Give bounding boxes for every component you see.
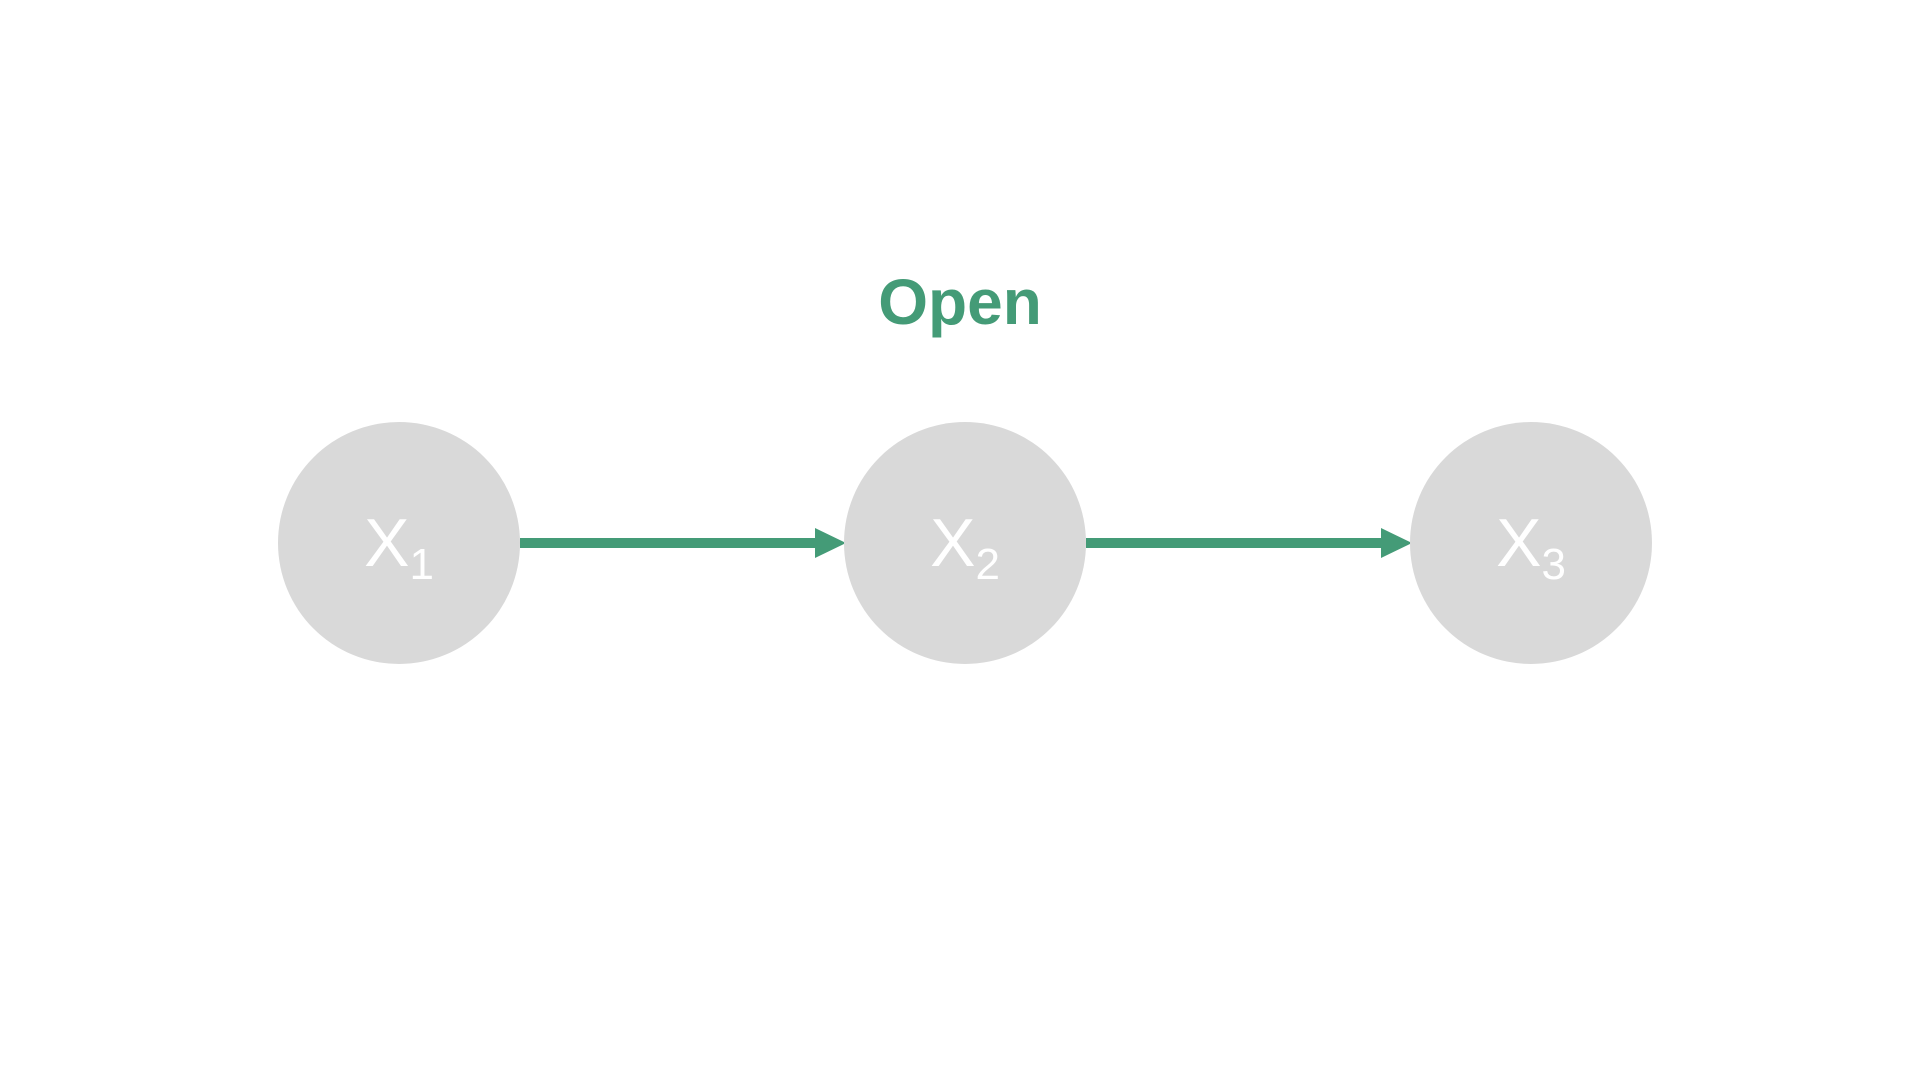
node-x3-subscript: 3: [1541, 540, 1566, 589]
node-x3-letter: X: [1496, 505, 1542, 581]
node-x2-subscript: 2: [975, 540, 1000, 589]
edge-x1-x2: [520, 528, 846, 558]
edge-x2-x3: [1086, 528, 1412, 558]
node-x2-letter: X: [930, 505, 976, 581]
diagram-title: Open: [878, 266, 1042, 338]
edge-x2-x3-arrowhead: [1381, 528, 1412, 558]
edge-x1-x2-arrowhead: [815, 528, 846, 558]
node-x1-letter: X: [364, 505, 410, 581]
node-x1-subscript: 1: [409, 540, 434, 589]
